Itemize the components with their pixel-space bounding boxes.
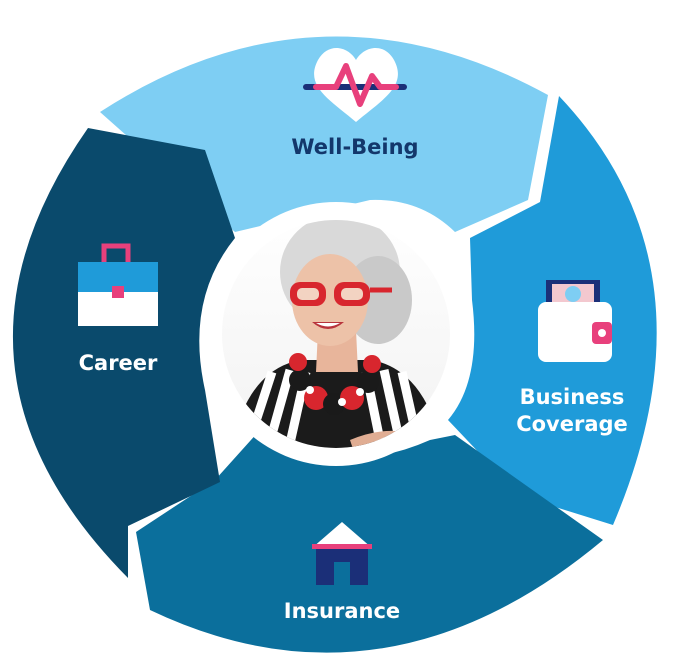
well-being-label: Well-Being [291, 135, 418, 159]
house-icon [312, 522, 372, 585]
business-coverage-label-line2: Coverage [516, 412, 628, 436]
heartbeat-icon [303, 47, 407, 122]
business-coverage-label-line1: Business [520, 385, 625, 409]
insurance-label: Insurance [284, 599, 400, 623]
segment-insurance[interactable] [136, 430, 603, 653]
briefcase-icon [78, 243, 158, 326]
wallet-icon [538, 280, 612, 362]
career-label: Career [79, 351, 158, 375]
segment-career[interactable] [12, 128, 235, 578]
